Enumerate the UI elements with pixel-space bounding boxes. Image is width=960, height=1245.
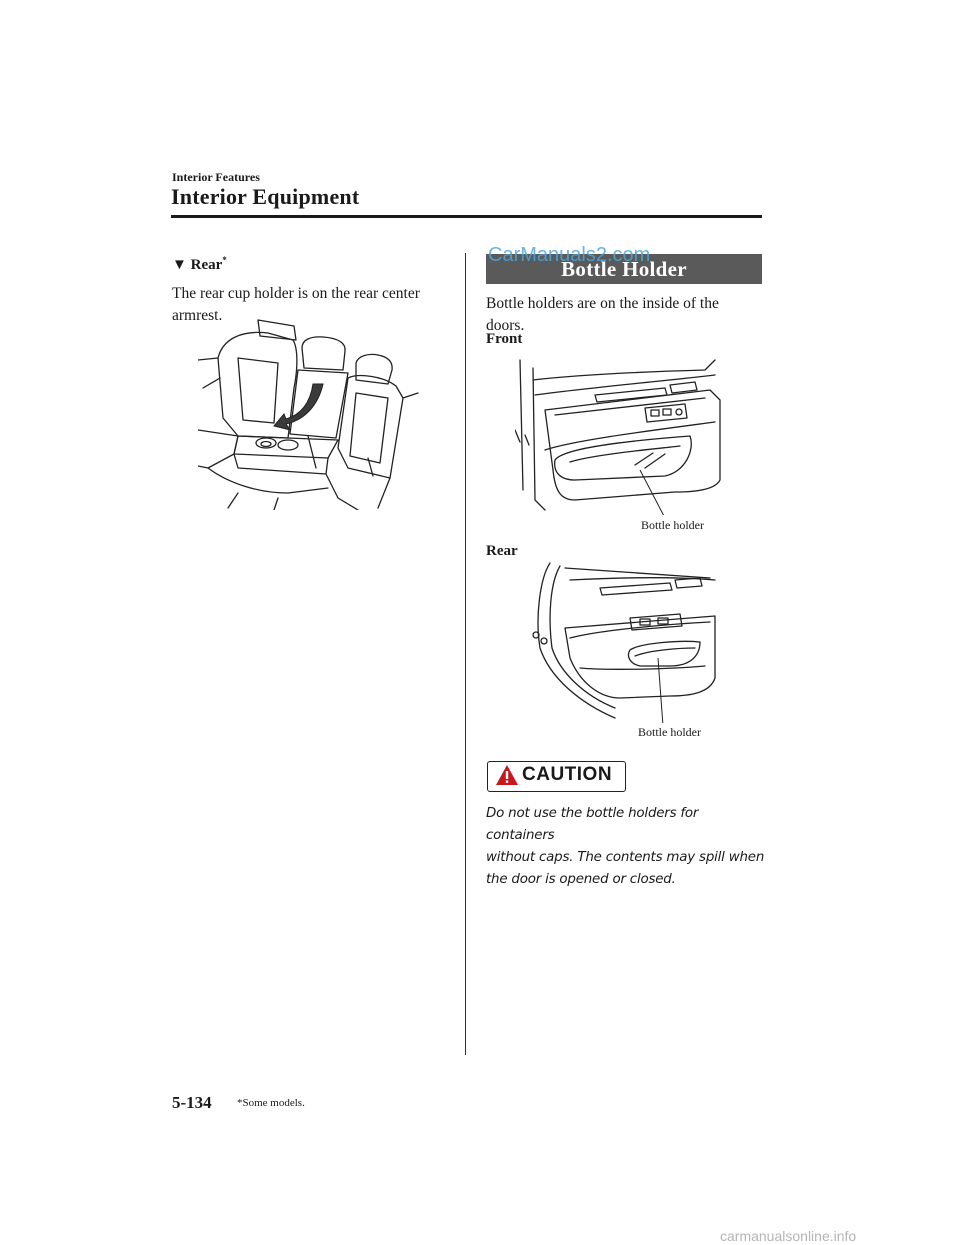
section-label: Interior Features (172, 170, 260, 184)
footer-watermark: carmanualsonline.info (720, 1228, 857, 1244)
rear-armrest-illustration (198, 319, 419, 510)
sub-heading-text: Rear (190, 257, 223, 273)
triangle-marker-icon: ▼ (172, 257, 187, 273)
section-banner: Bottle Holder (486, 254, 762, 284)
rear-cup-text-line-1: The rear cup holder is on the rear cente… (172, 285, 420, 302)
sub-heading-rear: ▼ Rear* (172, 255, 227, 274)
caution-line-2: without caps. The contents may spill whe… (486, 850, 765, 865)
front-bottle-holder-callout: Bottle holder (641, 518, 704, 532)
warning-icon (496, 765, 518, 785)
rear-door-illustration (532, 562, 716, 723)
footnote: *Some models. (237, 1097, 305, 1109)
caution-message: Do not use the bottle holders for contai… (486, 803, 766, 891)
caution-label: CAUTION (522, 764, 613, 785)
bottle-text-line-2: doors. (486, 317, 525, 334)
front-door-illustration (515, 359, 721, 515)
page-title: Interior Equipment (171, 184, 360, 209)
page-number: 5-134 (172, 1093, 212, 1112)
caution-line-1: Do not use the bottle holders for contai… (486, 806, 699, 843)
bottle-text-line-1: Bottle holders are on the inside of the (486, 295, 719, 312)
rear-cup-text-line-2: armrest. (172, 307, 223, 324)
column-divider (465, 253, 466, 1055)
rear-label: Rear (486, 543, 518, 559)
header-rule (171, 215, 762, 218)
caution-line-3: the door is opened or closed. (486, 872, 676, 887)
front-label: Front (486, 331, 523, 347)
some-models-mark: * (222, 255, 227, 265)
watermark-text: CarManuals2.com (488, 244, 651, 266)
rear-bottle-holder-callout: Bottle holder (638, 725, 701, 739)
